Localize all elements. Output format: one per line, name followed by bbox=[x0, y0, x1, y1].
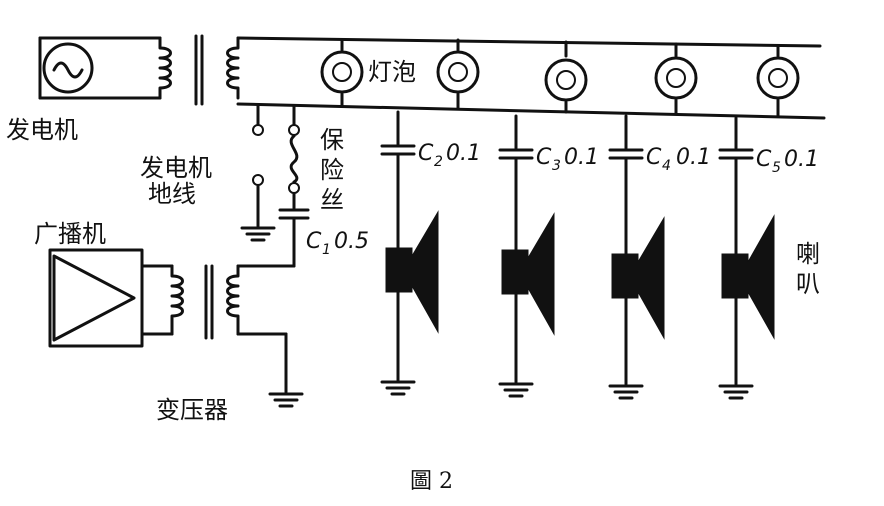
fuse-branch bbox=[236, 104, 310, 268]
generator-ground-branch bbox=[240, 104, 276, 242]
label-c2-sub: 2 bbox=[434, 154, 443, 170]
label-generator-ground-2: 地线 bbox=[148, 180, 196, 208]
label-fuse-3: 丝 bbox=[320, 186, 344, 214]
bulb-5 bbox=[756, 44, 800, 118]
speaker-branch-3 bbox=[608, 114, 665, 400]
label-c2: C 2 0.1 bbox=[418, 141, 481, 170]
output-transformer bbox=[170, 264, 304, 408]
label-fuse-2: 险 bbox=[320, 156, 344, 184]
label-c2-value: 0.1 bbox=[446, 141, 481, 166]
label-transformer: 变压器 bbox=[156, 396, 228, 424]
bottom-bus-line bbox=[236, 102, 826, 120]
amplifier-box bbox=[48, 248, 174, 348]
label-c5-sub: 5 bbox=[772, 160, 781, 176]
label-bulb: 灯泡 bbox=[368, 58, 416, 86]
figure-caption: 圖 2 bbox=[410, 469, 453, 494]
speaker-branch-4 bbox=[718, 116, 775, 400]
label-c3-letter: C bbox=[536, 145, 552, 170]
label-c3: C 3 0.1 bbox=[536, 145, 599, 174]
label-c1: C 1 0.5 bbox=[306, 229, 369, 258]
label-c5: C 5 0.1 bbox=[756, 147, 819, 176]
label-c4-letter: C bbox=[646, 145, 662, 170]
label-fuse-1: 保 bbox=[320, 126, 344, 154]
label-generator: 发电机 bbox=[6, 116, 78, 144]
label-generator-ground-1: 发电机 bbox=[140, 154, 212, 182]
generator-symbol bbox=[38, 36, 162, 100]
speaker-branch-1 bbox=[380, 110, 439, 396]
label-c3-sub: 3 bbox=[552, 158, 561, 174]
label-speaker-2: 叭 bbox=[796, 270, 820, 298]
label-c2-letter: C bbox=[418, 141, 434, 166]
bulb-4 bbox=[654, 42, 698, 116]
label-c4-sub: 4 bbox=[662, 158, 671, 174]
speaker-branch-2 bbox=[498, 114, 555, 398]
label-c4-value: 0.1 bbox=[676, 145, 711, 170]
bulb-2 bbox=[436, 38, 480, 110]
label-c5-letter: C bbox=[756, 147, 772, 172]
label-c4: C 4 0.1 bbox=[646, 145, 711, 174]
bulb-3 bbox=[544, 40, 588, 114]
generator-transformer bbox=[158, 34, 240, 106]
label-c1-value: 0.5 bbox=[334, 229, 369, 254]
label-speaker-1: 喇 bbox=[796, 240, 820, 268]
bulb-1 bbox=[320, 38, 364, 108]
label-c1-sub: 1 bbox=[322, 242, 331, 258]
label-c3-value: 0.1 bbox=[564, 145, 599, 170]
label-amplifier: 广播机 bbox=[34, 220, 106, 248]
label-c5-value: 0.1 bbox=[784, 147, 819, 172]
top-bus-line bbox=[236, 36, 822, 48]
label-c1-letter: C bbox=[306, 229, 322, 254]
